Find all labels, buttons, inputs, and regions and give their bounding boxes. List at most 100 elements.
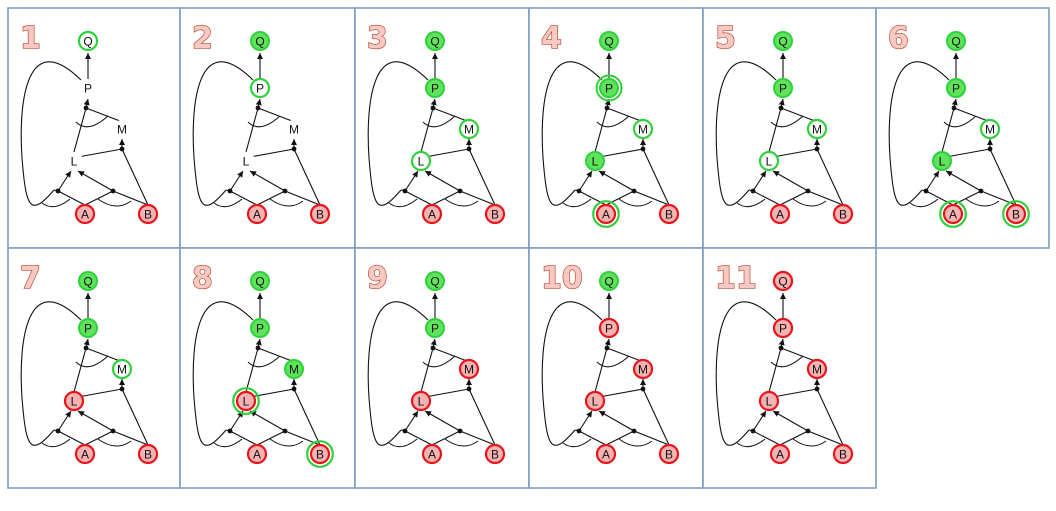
node-label: L [243,395,250,409]
edge-line [229,430,258,446]
node-circle [63,390,85,412]
arrowhead [780,53,786,59]
edge-line [245,347,259,393]
edge-line [989,148,1017,206]
edge-line [431,190,461,206]
node-circle [484,443,506,465]
node-m: M [113,120,131,138]
node-q: Q [773,31,793,51]
step-number: 3 [367,21,388,56]
node-circle [425,318,445,338]
edge-line [598,410,635,432]
edge-line [73,347,87,393]
node-circle [806,118,828,140]
conjunction-arc [736,438,766,448]
loop-edge [192,301,254,446]
node-a: A [246,443,268,465]
edge-line [768,347,782,393]
node-circle [598,317,620,339]
arrowhead [430,99,437,106]
arrowhead [412,411,418,418]
arrowhead [119,379,125,385]
node-b: B [306,440,334,468]
step-number: 7 [20,261,41,296]
edge-line [77,170,114,192]
edge-line [598,148,644,158]
step-number: 4 [541,21,562,56]
node-circle [599,31,619,51]
node-m: M [979,118,1001,140]
edge-line [598,170,635,192]
node-label: B [491,208,499,222]
arrowhead [599,411,606,417]
conjunction-arc [909,198,939,208]
node-label: B [144,208,152,222]
node-circle [111,358,133,380]
node-a: A [421,443,443,465]
node-circle [758,150,780,172]
node-outer-ring [1002,200,1030,228]
node-circle [595,203,617,225]
node-label: B [839,448,847,462]
node-label: A [776,208,784,222]
edge-line [816,148,844,206]
arrowhead [586,411,592,418]
node-label: Q [83,35,92,49]
conjunction-arc [97,438,132,447]
edge-line [779,430,809,446]
node-circle [769,203,791,225]
node-label: Q [430,35,439,49]
node-label: P [431,82,439,96]
node-circle [137,443,159,465]
node-circle [585,151,605,171]
conjunction-arc [792,198,827,207]
node-label: M [117,363,127,377]
node-circle [410,390,432,412]
node-circle [74,443,96,465]
arrowhead [778,99,785,106]
node-label: B [1012,208,1020,222]
edge-line [84,190,114,206]
arrowhead [604,339,611,346]
edge-line [578,430,607,446]
node-m: M [458,358,480,380]
edge-line [772,170,809,192]
node-p: P [772,317,794,339]
node-circle [772,270,794,292]
node-label: P [84,322,92,336]
arrowhead [257,293,263,299]
node-label: L [71,155,78,169]
edge-line [229,190,258,206]
node-label: Q [430,275,439,289]
edge-line [57,430,86,446]
edge-line [779,190,809,206]
arrowhead [933,171,939,178]
edge-line [77,388,123,398]
arrowhead [953,53,959,59]
node-circle [458,358,480,380]
node-label: A [776,448,784,462]
node-l: L [232,387,260,415]
node-circle [250,31,270,51]
edge-line [400,189,406,192]
node-l: L [410,150,432,172]
arrowhead [83,99,90,106]
node-label: A [428,208,436,222]
node-circle [806,358,828,380]
edge-line [633,430,670,446]
edge-line [121,148,149,206]
node-p: P [595,74,623,102]
node-background [113,120,131,138]
node-label: A [253,448,261,462]
edge-line [594,347,608,393]
node-circle [599,271,619,291]
node-label: P [605,322,613,336]
edge-line [748,429,754,432]
node-m: M [458,118,480,140]
